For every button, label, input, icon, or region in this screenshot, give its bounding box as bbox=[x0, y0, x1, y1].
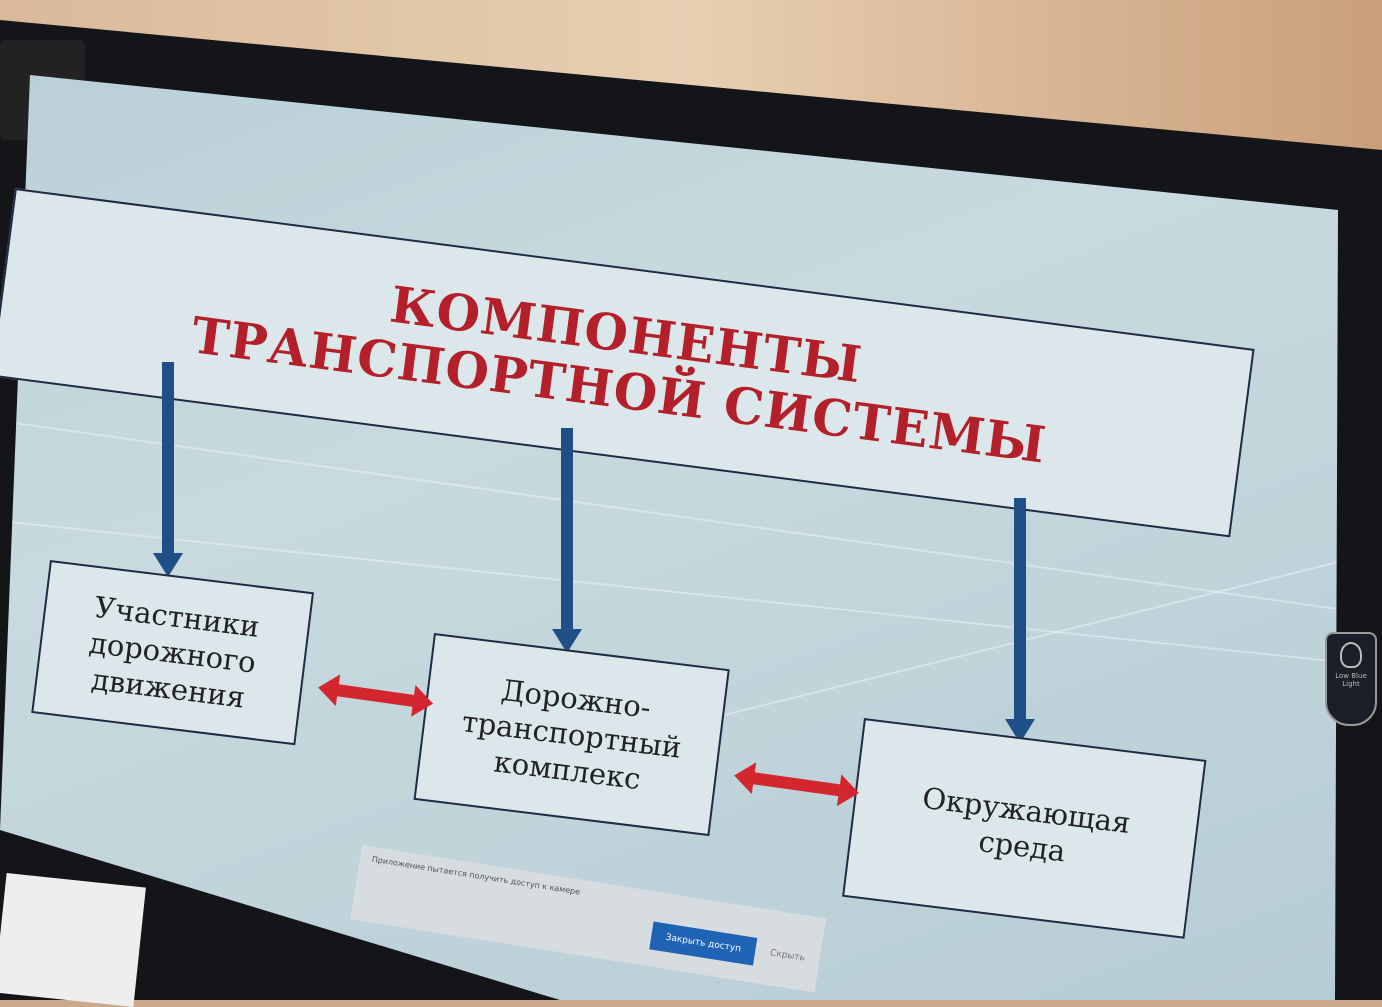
background-line bbox=[700, 550, 1338, 722]
revoke-access-button[interactable]: Закрыть доступ bbox=[649, 921, 758, 966]
bulb-icon bbox=[1340, 642, 1362, 668]
arrow-down-2 bbox=[552, 428, 582, 653]
box-road-users: Участники дорожного движения bbox=[31, 560, 315, 746]
badge-text: Low Blue Light bbox=[1335, 672, 1367, 688]
box-road-transport-complex: Дорожно- транспортный комплекс bbox=[413, 633, 730, 837]
arrow-down-1 bbox=[153, 362, 183, 577]
paper-sheet bbox=[0, 873, 146, 1007]
low-blue-light-badge: Low Blue Light bbox=[1325, 632, 1377, 726]
arrow-down-3 bbox=[1005, 498, 1035, 743]
hide-button[interactable]: Скрыть bbox=[769, 948, 806, 964]
